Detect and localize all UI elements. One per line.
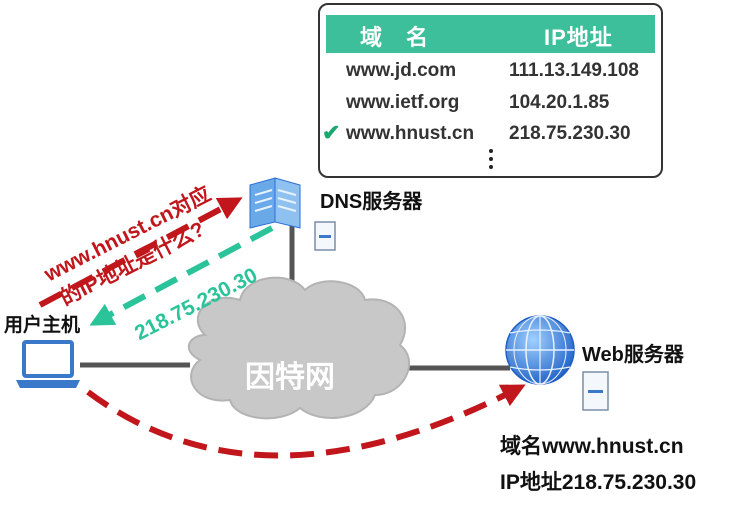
dns-server-label: DNS服务器 (320, 191, 423, 213)
row-3-ip: 218.75.230.30 (509, 123, 631, 144)
laptop-icon (16, 340, 80, 388)
row-2-domain: www.ietf.org (346, 92, 460, 113)
row-1-ip: 111.13.149.108 (509, 60, 639, 81)
header-domain: 域 名 (360, 25, 430, 50)
web-server-label: Web服务器 (582, 344, 684, 366)
check-icon: ✔ (322, 120, 341, 145)
answer-arrow (89, 225, 274, 326)
web-request-arrow (86, 384, 526, 459)
query-arrow (38, 197, 243, 308)
dns-table: 域 名 IP地址 www.jd.com 111.13.149.108 www.i… (318, 3, 663, 178)
header-ip: IP地址 (544, 25, 613, 50)
dns-server-icon (249, 177, 336, 251)
web-server-tower-icon (582, 371, 609, 411)
internet-cloud (187, 276, 411, 420)
user-host-label: 用户主机 (4, 315, 81, 336)
row-3-domain: www.hnust.cn (346, 123, 475, 144)
globe-icon (505, 315, 575, 385)
row-2-ip: 104.20.1.85 (509, 92, 610, 113)
web-ip-text: IP地址218.75.230.30 (500, 471, 697, 494)
web-domain-text: 域名www.hnust.cn (500, 435, 684, 458)
dns-table-header: 域 名 IP地址 (326, 15, 655, 53)
row-1-domain: www.jd.com (346, 60, 457, 81)
more-rows-ellipsis (489, 149, 495, 173)
internet-label: 因特网 (245, 361, 335, 394)
